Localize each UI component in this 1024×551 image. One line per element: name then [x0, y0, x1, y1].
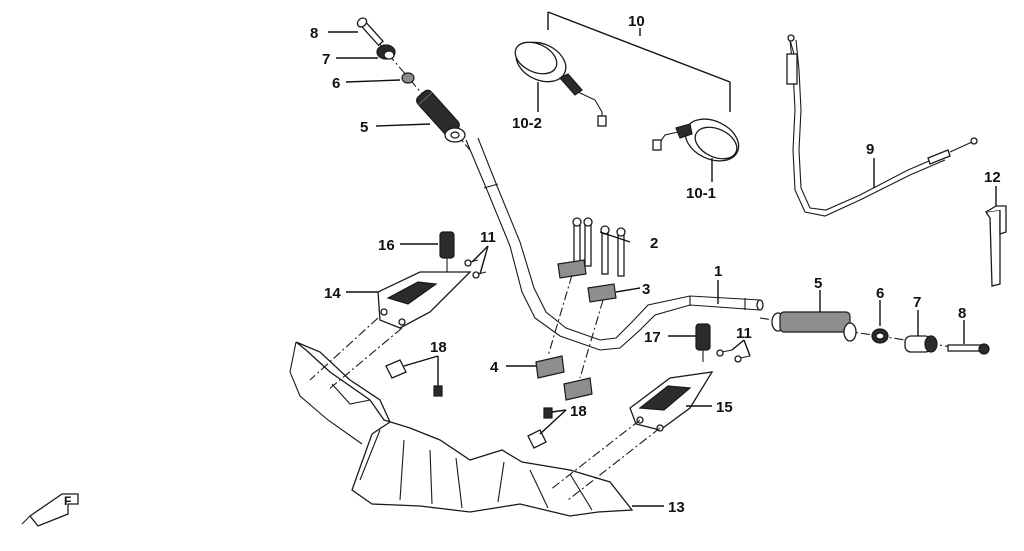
callout-18-mid: 18: [570, 403, 587, 420]
lower-holders-4: [535, 355, 593, 401]
callout-14: 14: [324, 285, 341, 302]
callout-7-right: 7: [913, 294, 921, 311]
callout-10: 10: [628, 13, 645, 30]
switch-17: [695, 323, 711, 362]
callout-3: 3: [642, 281, 650, 298]
callout-9: 9: [866, 141, 874, 158]
callout-10-1: 10-1: [686, 185, 716, 202]
callout-labels: 8 7 6 5 10 10-2 10-1 9 12 16 11 14 2 3 1…: [310, 13, 1001, 516]
left-grip-assembly: [356, 17, 471, 151]
handlebar-tube: [465, 137, 764, 351]
callout-4: 4: [490, 359, 499, 376]
callout-6-right: 6: [876, 285, 884, 302]
callout-15: 15: [716, 399, 733, 416]
front-direction-marker: F: [21, 493, 79, 527]
cable-strap-12: [984, 205, 1007, 287]
callout-8-right: 8: [958, 305, 966, 322]
switch-16: [439, 231, 455, 272]
screws-11-right: [716, 349, 751, 363]
callout-10-2: 10-2: [512, 115, 542, 132]
callout-2: 2: [650, 235, 658, 252]
mirror-right-10-1: [652, 118, 740, 162]
throttle-cable-9: [786, 34, 978, 217]
callout-11-left: 11: [480, 229, 496, 246]
right-grip-assembly: [759, 311, 990, 355]
holder-bolts-2: [572, 217, 626, 277]
mirror-left-10-2: [514, 41, 607, 127]
handlebar-front-cover-13: [289, 341, 634, 517]
upper-holders-3: [557, 259, 617, 303]
callout-1: 1: [714, 263, 722, 280]
callout-12: 12: [984, 169, 1001, 186]
callout-8-top: 8: [310, 25, 318, 42]
front-marker-label: F: [64, 494, 71, 508]
callout-16: 16: [378, 237, 395, 254]
left-bracket-14: [377, 271, 472, 329]
screws-11-left: [464, 259, 487, 279]
leader-lines: [328, 28, 997, 507]
callout-18-top: 18: [430, 339, 447, 356]
callout-17: 17: [644, 329, 661, 346]
clips-18: [385, 359, 553, 449]
right-bracket-15: [629, 371, 714, 432]
callout-5-top: 5: [360, 119, 368, 136]
callout-13: 13: [668, 499, 685, 516]
mirror-group-bracket: [547, 11, 731, 112]
callout-11-right: 11: [736, 325, 752, 342]
callout-6-top: 6: [332, 75, 340, 92]
callout-5-right: 5: [814, 275, 822, 292]
callout-7-top: 7: [322, 51, 330, 68]
